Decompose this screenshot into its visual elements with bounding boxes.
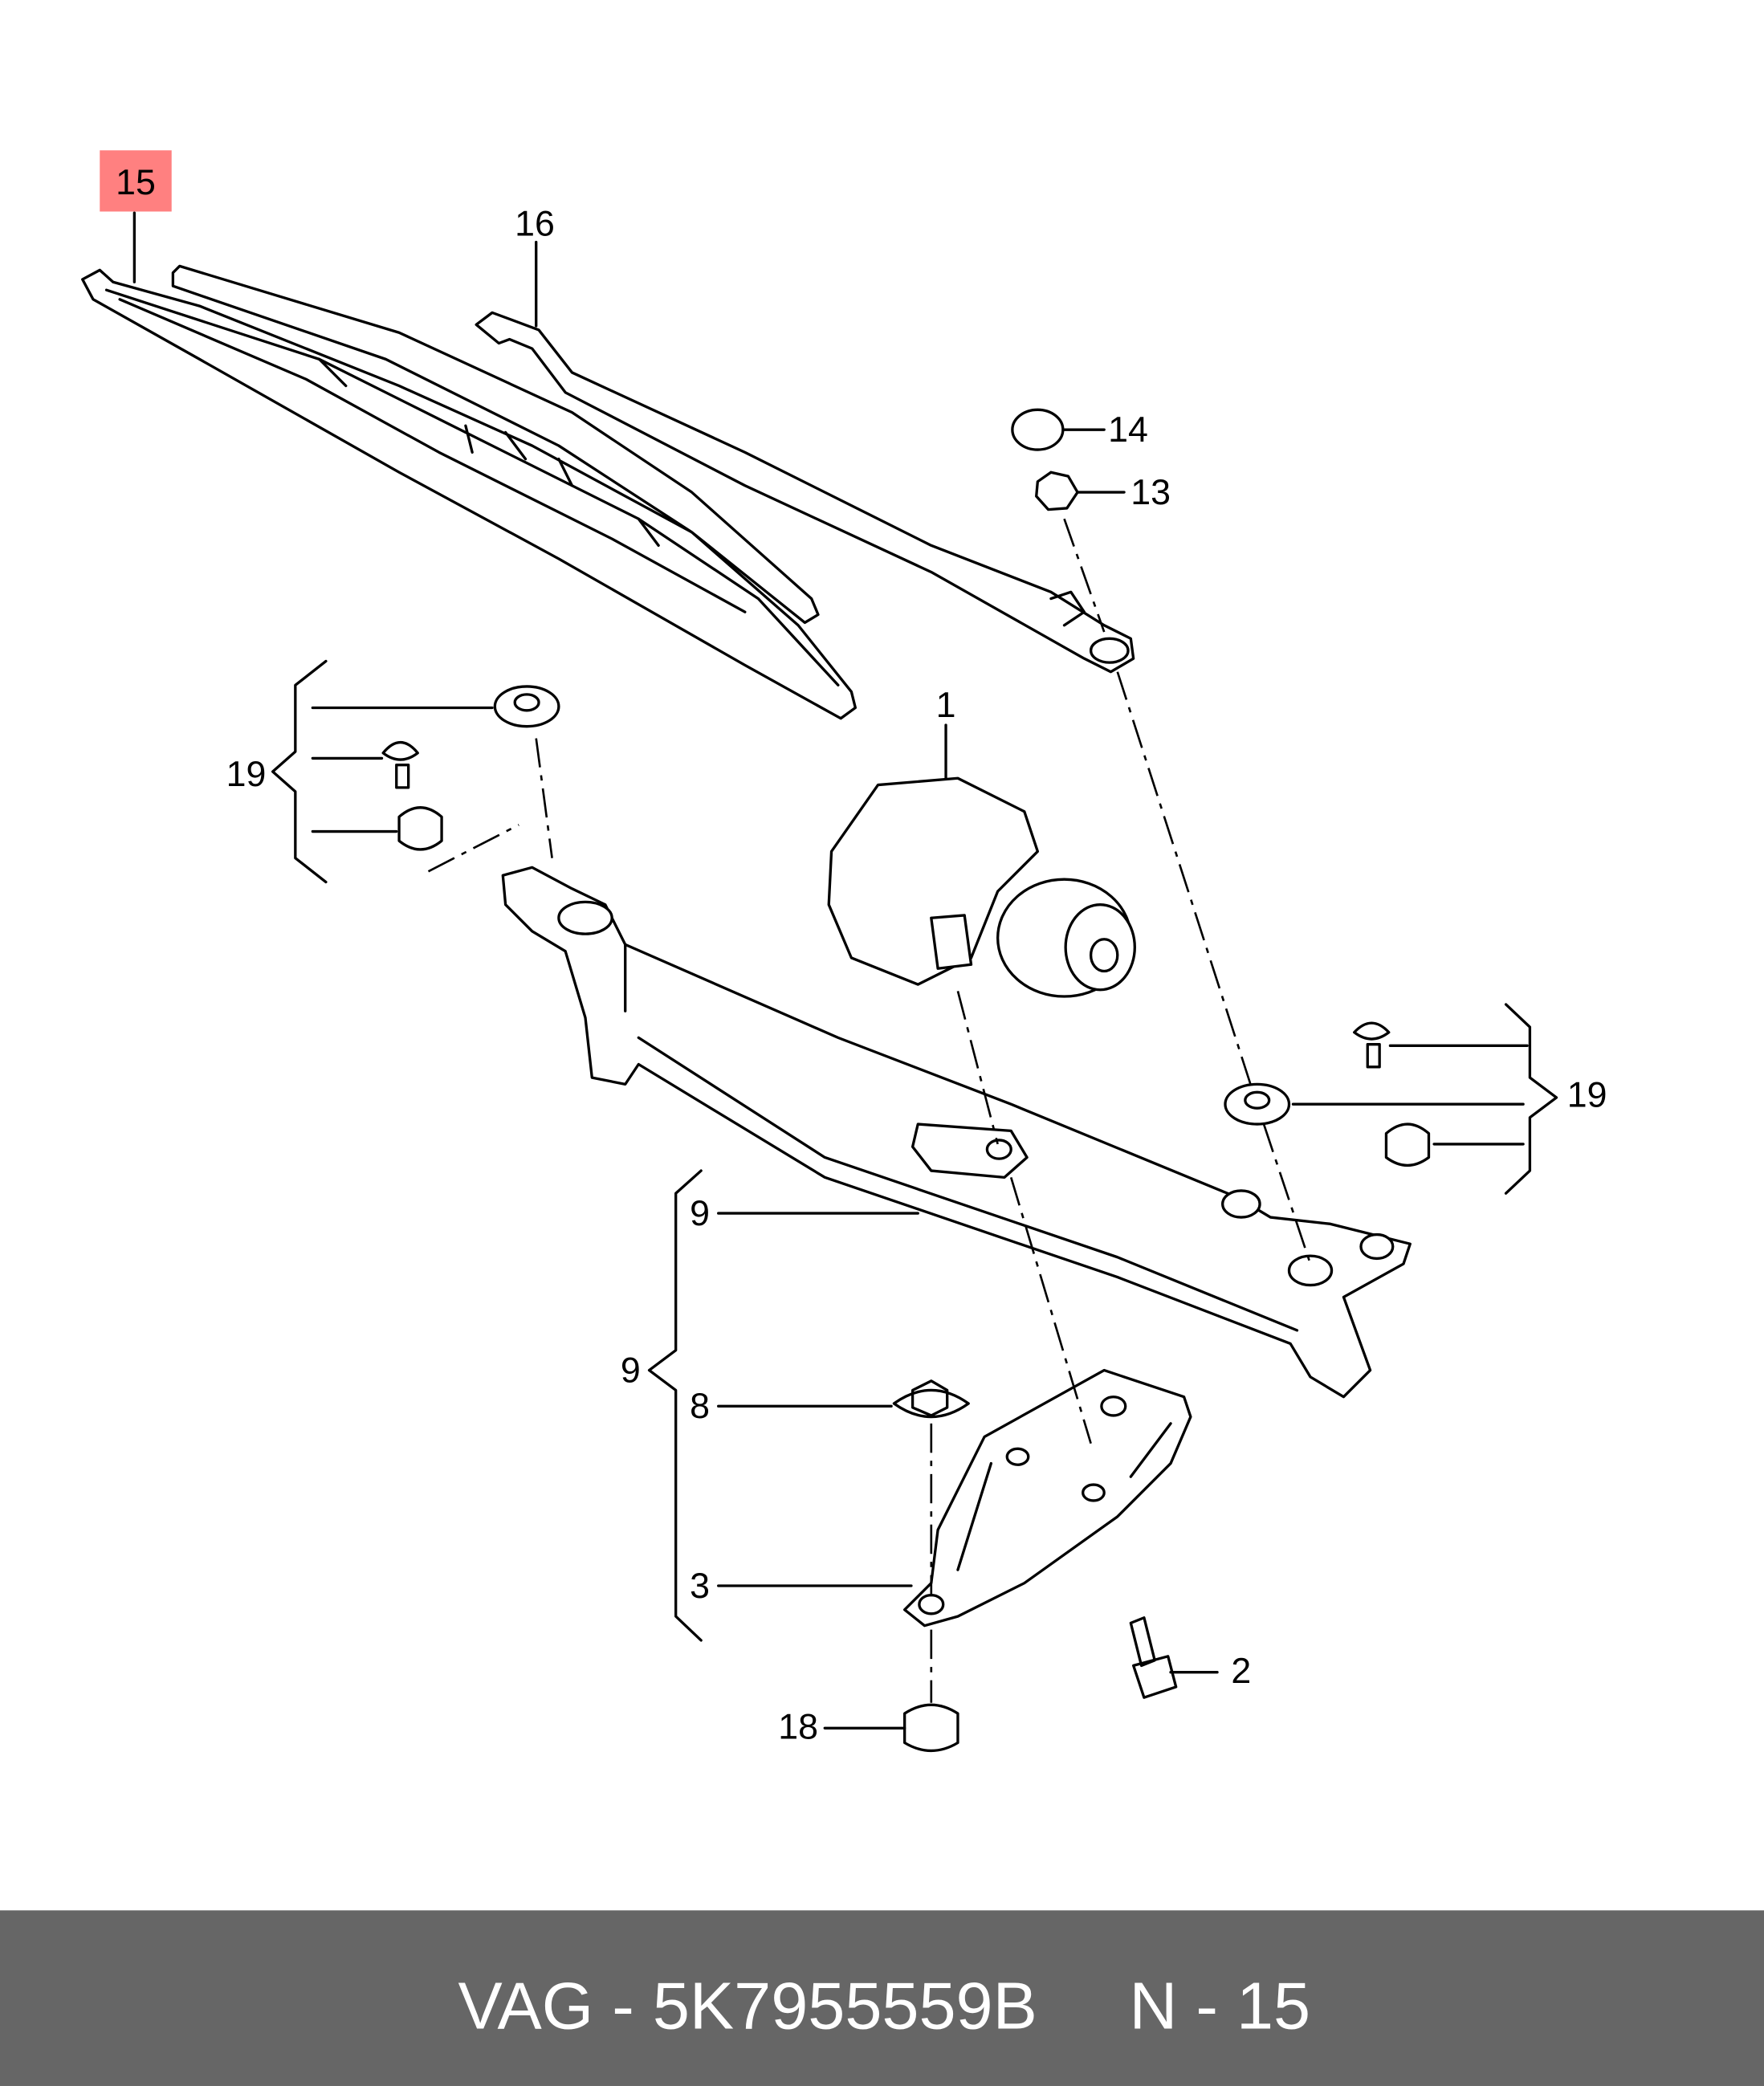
nut-13[interactable] — [1035, 471, 1079, 511]
wiper-arm-bar — [171, 264, 820, 625]
screw-19[interactable] — [381, 740, 419, 789]
callout-3[interactable]: 3 — [690, 1567, 710, 1606]
callout-18[interactable]: 18 — [778, 1708, 818, 1747]
callout-8[interactable]: 8 — [690, 1387, 710, 1426]
wiper-blade[interactable] — [81, 268, 858, 720]
footer-position: N - 15 — [1130, 1969, 1311, 2043]
grommet-18[interactable] — [903, 1703, 959, 1752]
grommet-19[interactable] — [397, 806, 443, 851]
footer-bar — [0, 1910, 1764, 2086]
callout-15[interactable]: 15 — [116, 163, 156, 202]
footer-part-number: VAG - 5K7955559B — [458, 1969, 1037, 2043]
callout-19-right[interactable]: 19 — [1567, 1076, 1607, 1115]
wiper-arm[interactable] — [475, 311, 1135, 674]
leader-lines — [132, 211, 1558, 1730]
bolt-2[interactable] — [1129, 1616, 1178, 1699]
grommet-19-right[interactable] — [1384, 1122, 1431, 1167]
callout-2[interactable]: 2 — [1231, 1652, 1251, 1691]
highlight-box — [100, 150, 172, 212]
callout-16[interactable]: 16 — [515, 204, 555, 243]
wiper-linkage[interactable] — [501, 866, 1412, 1399]
bracket-3[interactable] — [903, 1368, 1192, 1628]
callout-13[interactable]: 13 — [1131, 473, 1171, 512]
wiper-motor[interactable] — [827, 776, 1136, 998]
callout-9-group[interactable]: 9 — [621, 1351, 641, 1391]
nut-8[interactable] — [892, 1379, 970, 1419]
cap-14[interactable] — [1011, 408, 1065, 451]
callout-14[interactable]: 14 — [1108, 410, 1148, 450]
callout-9-top[interactable]: 9 — [690, 1194, 710, 1233]
callout-1[interactable]: 1 — [936, 686, 956, 725]
callout-19-left[interactable]: 19 — [226, 755, 267, 794]
screw-19-right[interactable] — [1353, 1021, 1391, 1069]
